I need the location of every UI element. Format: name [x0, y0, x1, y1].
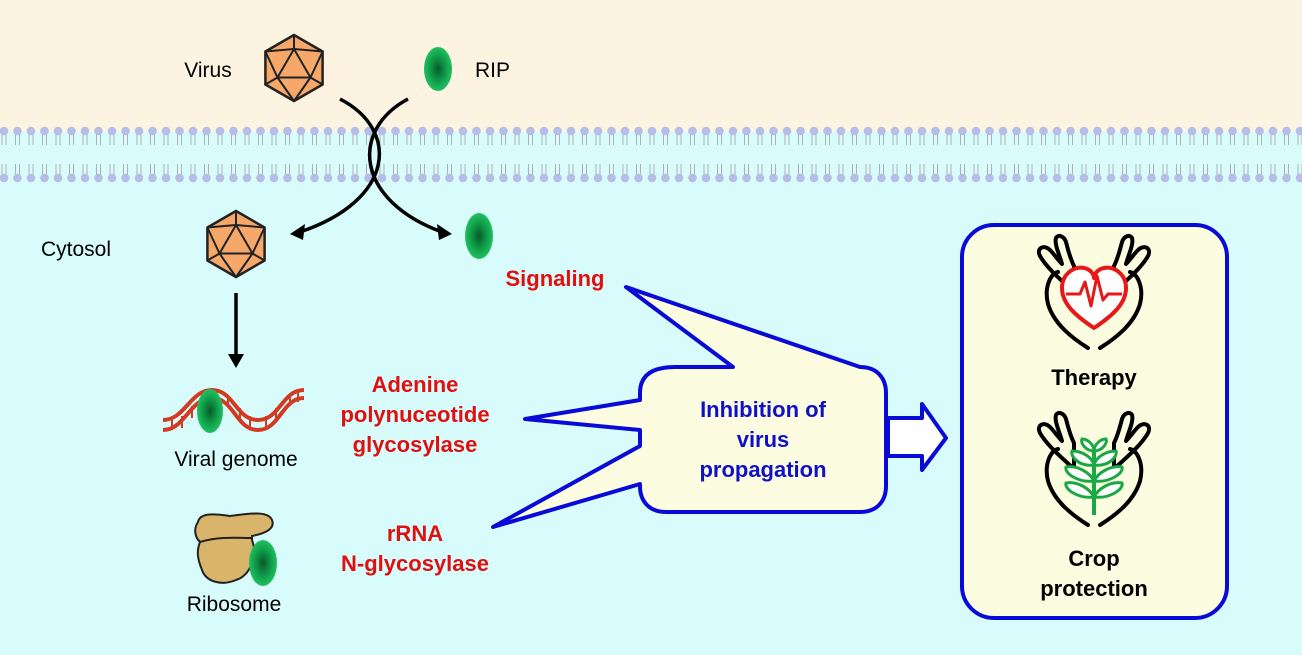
inhibition-label-line3: propagation [699, 457, 826, 482]
uncoating-arrowhead [228, 354, 244, 368]
adenine-label-line2: polynuceotide [340, 402, 489, 427]
rip-entry-arrow [367, 97, 443, 234]
outcome-arrow [886, 402, 948, 472]
viral-genome-icon [162, 387, 305, 433]
signaling-label: Signaling [506, 266, 605, 291]
rip-entry-arrowhead [437, 224, 452, 240]
inhibition-label-line1: Inhibition of [700, 397, 827, 422]
rip-icon-cytosol [465, 213, 493, 259]
rip-label: RIP [475, 59, 510, 82]
ribosome-label: Ribosome [187, 593, 282, 616]
therapy-label: Therapy [1051, 365, 1137, 390]
plant-hands-icon [1036, 410, 1152, 527]
cell-membrane [0, 126, 1302, 183]
rrna-label-line1: rRNA [387, 521, 443, 546]
adenine-label-line1: Adenine [372, 372, 459, 397]
applications-box [960, 223, 1229, 620]
virus-label: Virus [184, 59, 231, 82]
ribosome-icon [194, 512, 277, 586]
rip-icon [424, 47, 452, 91]
virus-entry-arrowhead [290, 224, 305, 240]
viral-genome-label: Viral genome [174, 448, 297, 471]
inhibition-label-line2: virus [737, 427, 790, 452]
crop-label-line1: Crop [1068, 546, 1119, 571]
virus-entry-arrow [299, 97, 382, 234]
inhibition-callout [491, 285, 888, 529]
crop-label-line2: protection [1040, 576, 1148, 601]
extracellular-space [0, 0, 1302, 132]
cytosol-label: Cytosol [41, 238, 111, 261]
heart-hands-icon [1036, 233, 1152, 350]
adenine-label-line3: glycosylase [353, 432, 478, 457]
rrna-label-line2: N-glycosylase [341, 551, 489, 576]
